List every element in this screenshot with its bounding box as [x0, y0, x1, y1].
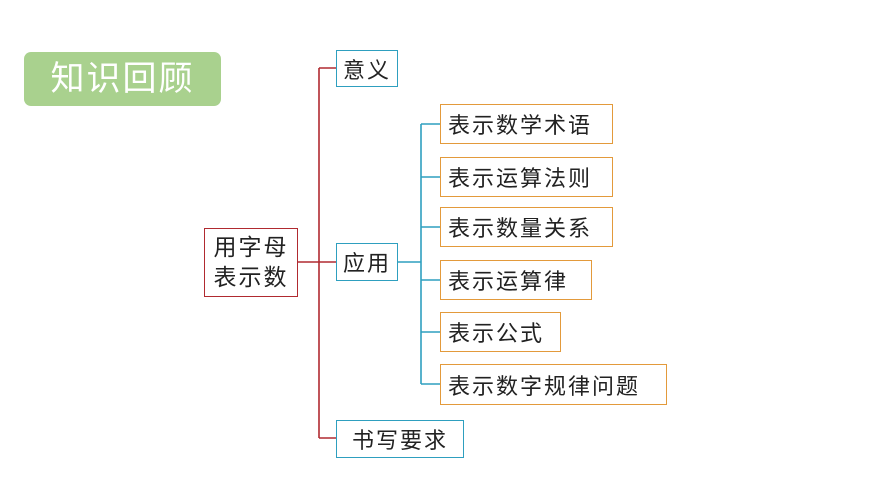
branch-writing: 书写要求 [336, 420, 464, 458]
leaf-number-patterns: 表示数字规律问题 [440, 364, 667, 405]
leaf-operation-rules: 表示运算法则 [440, 157, 613, 197]
root-node: 用字母 表示数 [204, 228, 298, 297]
leaf-quantity-relations: 表示数量关系 [440, 207, 613, 247]
root-line-2: 表示数 [213, 264, 289, 291]
section-badge: 知识回顾 [24, 52, 221, 106]
leaf-formulas: 表示公式 [440, 312, 561, 352]
leaf-math-terms: 表示数学术语 [440, 104, 613, 144]
leaf-operation-laws: 表示运算律 [440, 260, 592, 300]
branch-meaning: 意义 [336, 50, 398, 87]
root-line-1: 用字母 [213, 234, 289, 261]
branch-application: 应用 [336, 243, 398, 281]
